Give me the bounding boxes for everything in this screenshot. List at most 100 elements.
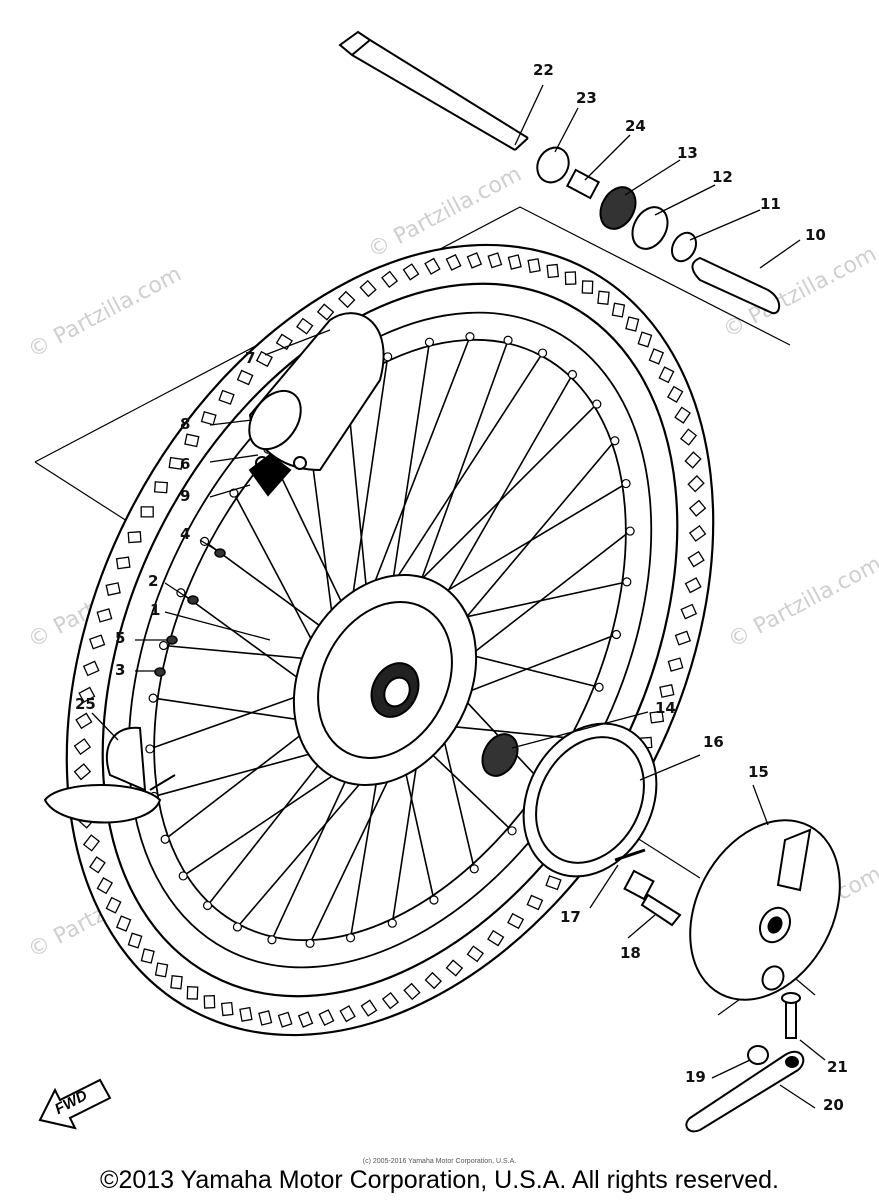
- callout-24: 24: [625, 117, 646, 135]
- tread-block: [684, 451, 702, 469]
- torque-arm-hardware: [685, 992, 805, 1133]
- tread-block: [381, 991, 399, 1010]
- tread-block: [424, 257, 441, 275]
- spoke-nipple: [158, 640, 169, 651]
- spoke: [349, 759, 381, 938]
- tread-block: [684, 577, 702, 594]
- tread-block: [611, 302, 626, 318]
- tread-block: [316, 303, 335, 321]
- tread-block: [545, 875, 562, 891]
- spoke-nipple: [267, 935, 277, 945]
- tread-block: [96, 877, 114, 895]
- tread-block: [140, 948, 155, 964]
- tread-block: [487, 252, 503, 269]
- hub: [292, 573, 478, 787]
- tread-block: [296, 317, 314, 335]
- tread-block: [236, 369, 254, 386]
- spoke-nipple: [148, 693, 158, 703]
- spoke-nipple: [387, 918, 397, 928]
- tread-block: [688, 524, 707, 542]
- spoke-nipple: [305, 938, 315, 948]
- tread-block: [424, 971, 442, 990]
- tread-block: [186, 986, 199, 1000]
- hub-bearing: [481, 733, 519, 777]
- tread-block: [658, 366, 675, 384]
- tread-block: [507, 254, 522, 270]
- spoke-nipple: [625, 526, 635, 536]
- callout-10: 10: [805, 226, 826, 244]
- tread-block: [649, 710, 665, 724]
- brake-shoes: [522, 722, 658, 878]
- tread-block: [527, 258, 541, 274]
- tread-block: [402, 263, 420, 281]
- callout-3: 3: [115, 661, 126, 679]
- spoke-nipple: [594, 682, 604, 692]
- spoke: [421, 744, 513, 832]
- tread-block: [546, 263, 560, 279]
- tread-block: [688, 499, 707, 517]
- spoke-nipple: [202, 900, 213, 911]
- tread-block: [403, 982, 421, 1001]
- spoke-hardware: [154, 548, 226, 677]
- tread-block: [203, 995, 216, 1009]
- callout-6: 6: [180, 455, 191, 473]
- tread-block: [687, 550, 705, 568]
- tread-block: [258, 1010, 273, 1026]
- spoke: [204, 540, 333, 636]
- spoke: [437, 724, 576, 740]
- spoke-nipple: [507, 826, 517, 836]
- tread-block: [115, 556, 131, 570]
- callout-13: 13: [677, 144, 698, 162]
- tread-block: [338, 290, 356, 309]
- callout-17: 17: [560, 908, 581, 926]
- copyright-notice: ©2013 Yamaha Motor Corporation, U.S.A. A…: [100, 1166, 779, 1194]
- tread-block: [648, 348, 665, 365]
- tread-block: [360, 999, 378, 1017]
- callout-19: 19: [685, 1068, 706, 1086]
- callout-14: 14: [655, 699, 676, 717]
- tread-block: [297, 1011, 314, 1028]
- spoke: [442, 440, 616, 646]
- spoke: [163, 644, 324, 661]
- tread-block: [667, 657, 684, 672]
- tread-block: [168, 456, 184, 470]
- callout-7: 7: [245, 349, 256, 367]
- tread-block: [581, 280, 594, 294]
- rim-band-and-lock: [248, 312, 385, 497]
- tread-block: [339, 1005, 356, 1023]
- tread-block: [359, 279, 377, 298]
- brake-plate: [689, 819, 841, 1001]
- tread-block: [115, 915, 132, 932]
- tread-block: [277, 1011, 293, 1028]
- tread-block: [127, 932, 143, 949]
- spoke-nipple: [610, 436, 620, 446]
- callout-21: 21: [827, 1058, 848, 1076]
- tread-block: [526, 894, 544, 911]
- tread-block: [507, 912, 525, 930]
- callout-9: 9: [180, 487, 191, 505]
- spoke: [389, 342, 431, 601]
- spoke: [149, 687, 322, 750]
- tread-block: [105, 582, 121, 596]
- tread-block: [75, 712, 93, 730]
- tread-block: [184, 433, 200, 448]
- tread-block: [82, 660, 100, 677]
- callout-22: 22: [533, 61, 554, 79]
- spoke-nipple: [345, 933, 356, 943]
- tread-block: [597, 290, 610, 305]
- tread-block: [153, 481, 169, 494]
- spoke: [446, 633, 617, 701]
- spoke-nipple: [592, 399, 602, 409]
- tread-block: [218, 389, 235, 405]
- tread-block: [674, 406, 691, 424]
- callout-leaders: [91, 84, 826, 1109]
- tread-block: [73, 738, 92, 756]
- callout-18: 18: [620, 944, 641, 962]
- spoke-nipple: [465, 332, 475, 342]
- tread-block: [687, 475, 705, 493]
- spoke: [410, 340, 509, 608]
- tread-block: [127, 531, 142, 544]
- tread-block: [154, 962, 169, 978]
- spoke-nipple: [537, 348, 548, 358]
